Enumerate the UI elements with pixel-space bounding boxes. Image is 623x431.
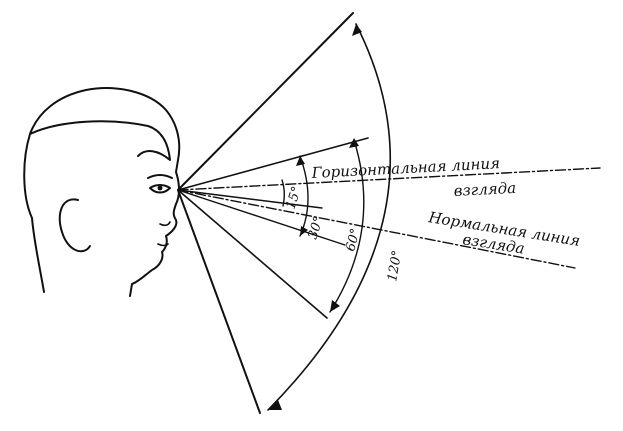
angle-label-120: 120°	[385, 249, 405, 282]
boundary-ray-upper	[177, 12, 354, 191]
nostril	[159, 221, 171, 227]
angle-label-60: 60°	[343, 227, 363, 253]
mouth	[157, 243, 169, 247]
arrowhead-30-top	[296, 156, 305, 166]
ray-15-lower	[177, 189, 323, 209]
hairline	[29, 120, 171, 161]
eye	[149, 184, 171, 194]
normal-line-of-sight	[177, 189, 576, 269]
angle-label-15: 15°	[284, 185, 305, 212]
arrowhead-30-bottom	[300, 226, 308, 236]
arrowhead-60-bottom	[330, 300, 340, 312]
ray-30-lower	[177, 189, 346, 246]
angle-label-30: 30°	[306, 215, 327, 242]
boundary-ray-lower	[177, 189, 261, 414]
ear-outline	[58, 198, 91, 253]
ray-60-upper	[177, 137, 369, 191]
arc-15	[281, 179, 285, 207]
arrowhead-120-top	[352, 24, 362, 36]
eye-pupil	[157, 185, 163, 191]
arrowhead-120-bottom	[268, 400, 282, 410]
ray-60-lower	[177, 189, 328, 319]
arc-60	[329, 139, 365, 313]
label-horizontal-line-1: Горизонтальная линия	[310, 154, 500, 182]
arc-120	[267, 23, 391, 411]
eyebrow	[147, 174, 173, 179]
label-horizontal-line-2: взгляда	[453, 179, 516, 200]
head-profile-outline	[23, 87, 181, 297]
arrowhead-60-top	[349, 138, 359, 148]
